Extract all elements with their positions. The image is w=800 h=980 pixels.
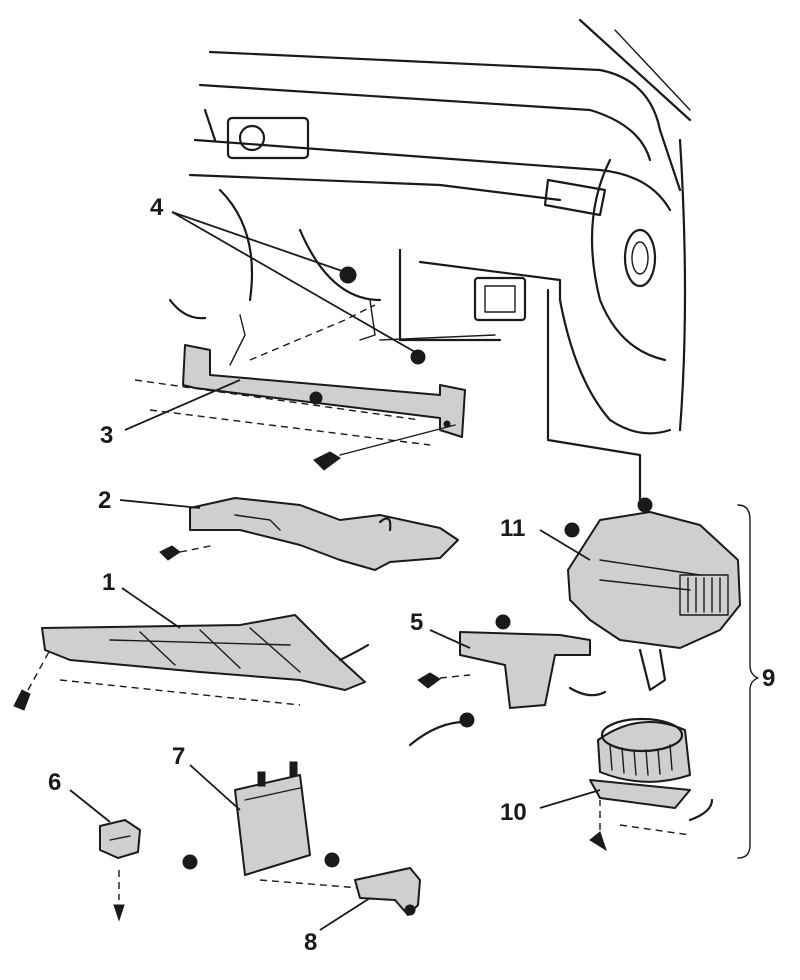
- callout-3: 3: [100, 422, 113, 449]
- part-11-blower-housing: [564, 497, 741, 692]
- callout-8: 8: [304, 929, 317, 956]
- callout-5: 5: [410, 609, 423, 636]
- callout-7: 7: [172, 743, 185, 770]
- part-7-control-module: [182, 761, 361, 889]
- part-2-duct: [159, 497, 459, 571]
- part-8-bracket: [354, 867, 421, 916]
- callout-1: 1: [102, 569, 115, 596]
- callout-10: 10: [500, 799, 527, 826]
- part-1-panel: [13, 614, 370, 711]
- callout-2: 2: [98, 487, 111, 514]
- part-10-blower-fan: [589, 717, 714, 852]
- group-brace: [737, 504, 759, 859]
- part-5-bracket: [408, 614, 607, 747]
- callout-4: 4: [150, 194, 164, 221]
- part-6-clip: [99, 819, 141, 922]
- callout-6: 6: [48, 769, 61, 796]
- part-3-crossmember: [134, 298, 496, 471]
- callout-11: 11: [500, 515, 525, 542]
- leader-lines: [69, 211, 601, 931]
- callout-9: 9: [762, 665, 775, 692]
